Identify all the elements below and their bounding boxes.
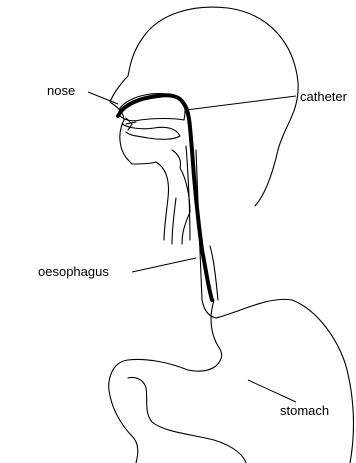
catheter-tube [118, 95, 212, 300]
catheter-leader-line [186, 96, 296, 110]
nose-label: nose [47, 84, 75, 97]
stomach-label: stomach [280, 404, 329, 417]
oesophagus-leader-line [132, 258, 196, 272]
head-outline [110, 7, 298, 240]
oesophagus-label: oesophagus [38, 265, 109, 278]
duodenum-outline [128, 377, 246, 463]
catheter-label: catheter [300, 90, 347, 103]
trachea-outline [172, 198, 176, 244]
stomach-leader-line [248, 380, 296, 402]
oesophagus-outline [196, 150, 353, 463]
stomach-inner-outline [109, 300, 222, 463]
